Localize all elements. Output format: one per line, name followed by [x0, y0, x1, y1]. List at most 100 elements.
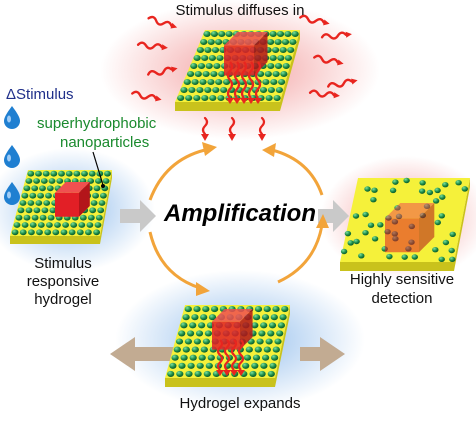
stimulus-squiggle-head	[155, 95, 162, 102]
nanoparticle	[256, 338, 264, 345]
cube-side	[240, 309, 253, 350]
nanoparticle	[289, 38, 297, 46]
nanoparticle	[386, 253, 393, 260]
nanoparticle	[187, 330, 195, 337]
nanoparticle	[27, 200, 35, 206]
nanoparticle	[411, 254, 418, 260]
nanoparticle	[187, 362, 195, 369]
nanoparticle	[449, 256, 456, 263]
stimulus-wave	[237, 339, 245, 371]
nanoparticle	[45, 192, 52, 199]
cube-top	[385, 203, 435, 219]
nanoparticle	[270, 314, 278, 321]
nanoparticle	[188, 86, 196, 94]
nanoparticle	[434, 219, 441, 226]
gel-front-edge	[340, 262, 454, 271]
nanoparticle	[191, 314, 199, 321]
stimulus-wave	[233, 61, 241, 99]
nanoparticle	[29, 192, 37, 199]
nanoparticle	[189, 354, 197, 361]
nanoparticle	[211, 46, 220, 54]
nanoparticle	[340, 248, 348, 255]
nanoparticle	[223, 78, 231, 86]
nanoparticle	[100, 192, 107, 199]
nanoparticle	[98, 200, 106, 206]
nanoparticle	[48, 178, 56, 184]
nanoparticle	[193, 306, 201, 313]
nanoparticle	[35, 200, 43, 206]
nanoparticle	[254, 306, 263, 313]
nanoparticle	[201, 54, 209, 62]
nanoparticle	[269, 362, 277, 369]
nanoparticle	[167, 370, 175, 377]
nanoparticle	[25, 207, 33, 214]
stimulus-cube	[212, 309, 253, 350]
nanoparticle	[196, 86, 204, 94]
nanoparticle	[263, 306, 271, 313]
nanoparticle	[182, 346, 190, 353]
stimulus-squiggle	[320, 31, 348, 40]
nanoparticle	[265, 338, 273, 345]
nanoparticle	[86, 222, 94, 228]
cube-front	[55, 192, 79, 217]
nanoparticle	[215, 38, 223, 46]
gel-front-edge	[165, 378, 275, 387]
nanoparticle	[426, 189, 434, 196]
nanoparticle	[442, 181, 449, 188]
nanoparticle	[207, 354, 215, 361]
nanoparticle	[208, 314, 217, 321]
nanoparticle	[191, 346, 199, 353]
nanoparticle	[215, 78, 223, 86]
nanoparticle	[225, 30, 233, 38]
label-sensitive-line2: detection	[371, 290, 433, 307]
stimulus-wave	[254, 61, 262, 99]
nanoparticle	[169, 362, 177, 369]
nanoparticle	[200, 38, 208, 46]
nanoparticle	[267, 330, 275, 337]
nanoparticle	[171, 354, 179, 361]
nanoparticle	[347, 240, 354, 246]
nanoparticle	[261, 314, 270, 321]
nanoparticle	[287, 46, 295, 54]
nanoparticle	[448, 247, 455, 254]
nanoparticle	[253, 314, 261, 321]
nanoparticle	[81, 170, 88, 177]
gel-panel-bottom	[165, 305, 290, 387]
nanoparticle	[180, 86, 188, 94]
nanoparticle	[276, 30, 285, 38]
cycle-arc-bottom-left	[148, 231, 201, 290]
stimulus-wave-head	[240, 98, 248, 104]
nanoparticle	[182, 314, 190, 321]
gel-side-edge	[275, 305, 290, 387]
label-delta-stimulus: ΔStimulus	[6, 86, 74, 103]
nanoparticle	[205, 62, 213, 70]
nanoparticle	[70, 222, 78, 228]
stimulus-wave	[223, 339, 231, 371]
stimulus-wave	[247, 61, 255, 99]
nanoparticle	[85, 229, 92, 236]
nanoparticle	[254, 346, 262, 353]
nanoparticle	[93, 229, 100, 236]
drop-body	[4, 106, 20, 129]
nanoparticle	[180, 354, 188, 361]
nanoparticle	[201, 94, 209, 102]
nanoparticle	[249, 370, 257, 377]
stimulus-squiggles	[131, 14, 358, 141]
nanoparticle	[262, 78, 270, 86]
drop-highlight	[7, 115, 11, 123]
gel-panel-top	[175, 30, 300, 111]
nanoparticle	[21, 222, 29, 228]
stimulus-squiggle-head	[351, 78, 358, 85]
stimulus-down-head	[228, 134, 236, 141]
nanoparticle	[442, 239, 450, 246]
nanoparticle	[392, 179, 399, 185]
nanoparticle	[202, 70, 210, 78]
nanoparticle	[272, 46, 280, 54]
label-stimulus-diffuses: Stimulus diffuses in	[175, 2, 305, 19]
stimulus-down-wave	[258, 116, 266, 136]
nanoparticle	[276, 330, 284, 337]
nanoparticle	[203, 370, 211, 377]
nanoparticle	[367, 222, 375, 228]
nanoparticle	[370, 196, 377, 203]
cycle-head-bottom-left	[196, 282, 210, 296]
